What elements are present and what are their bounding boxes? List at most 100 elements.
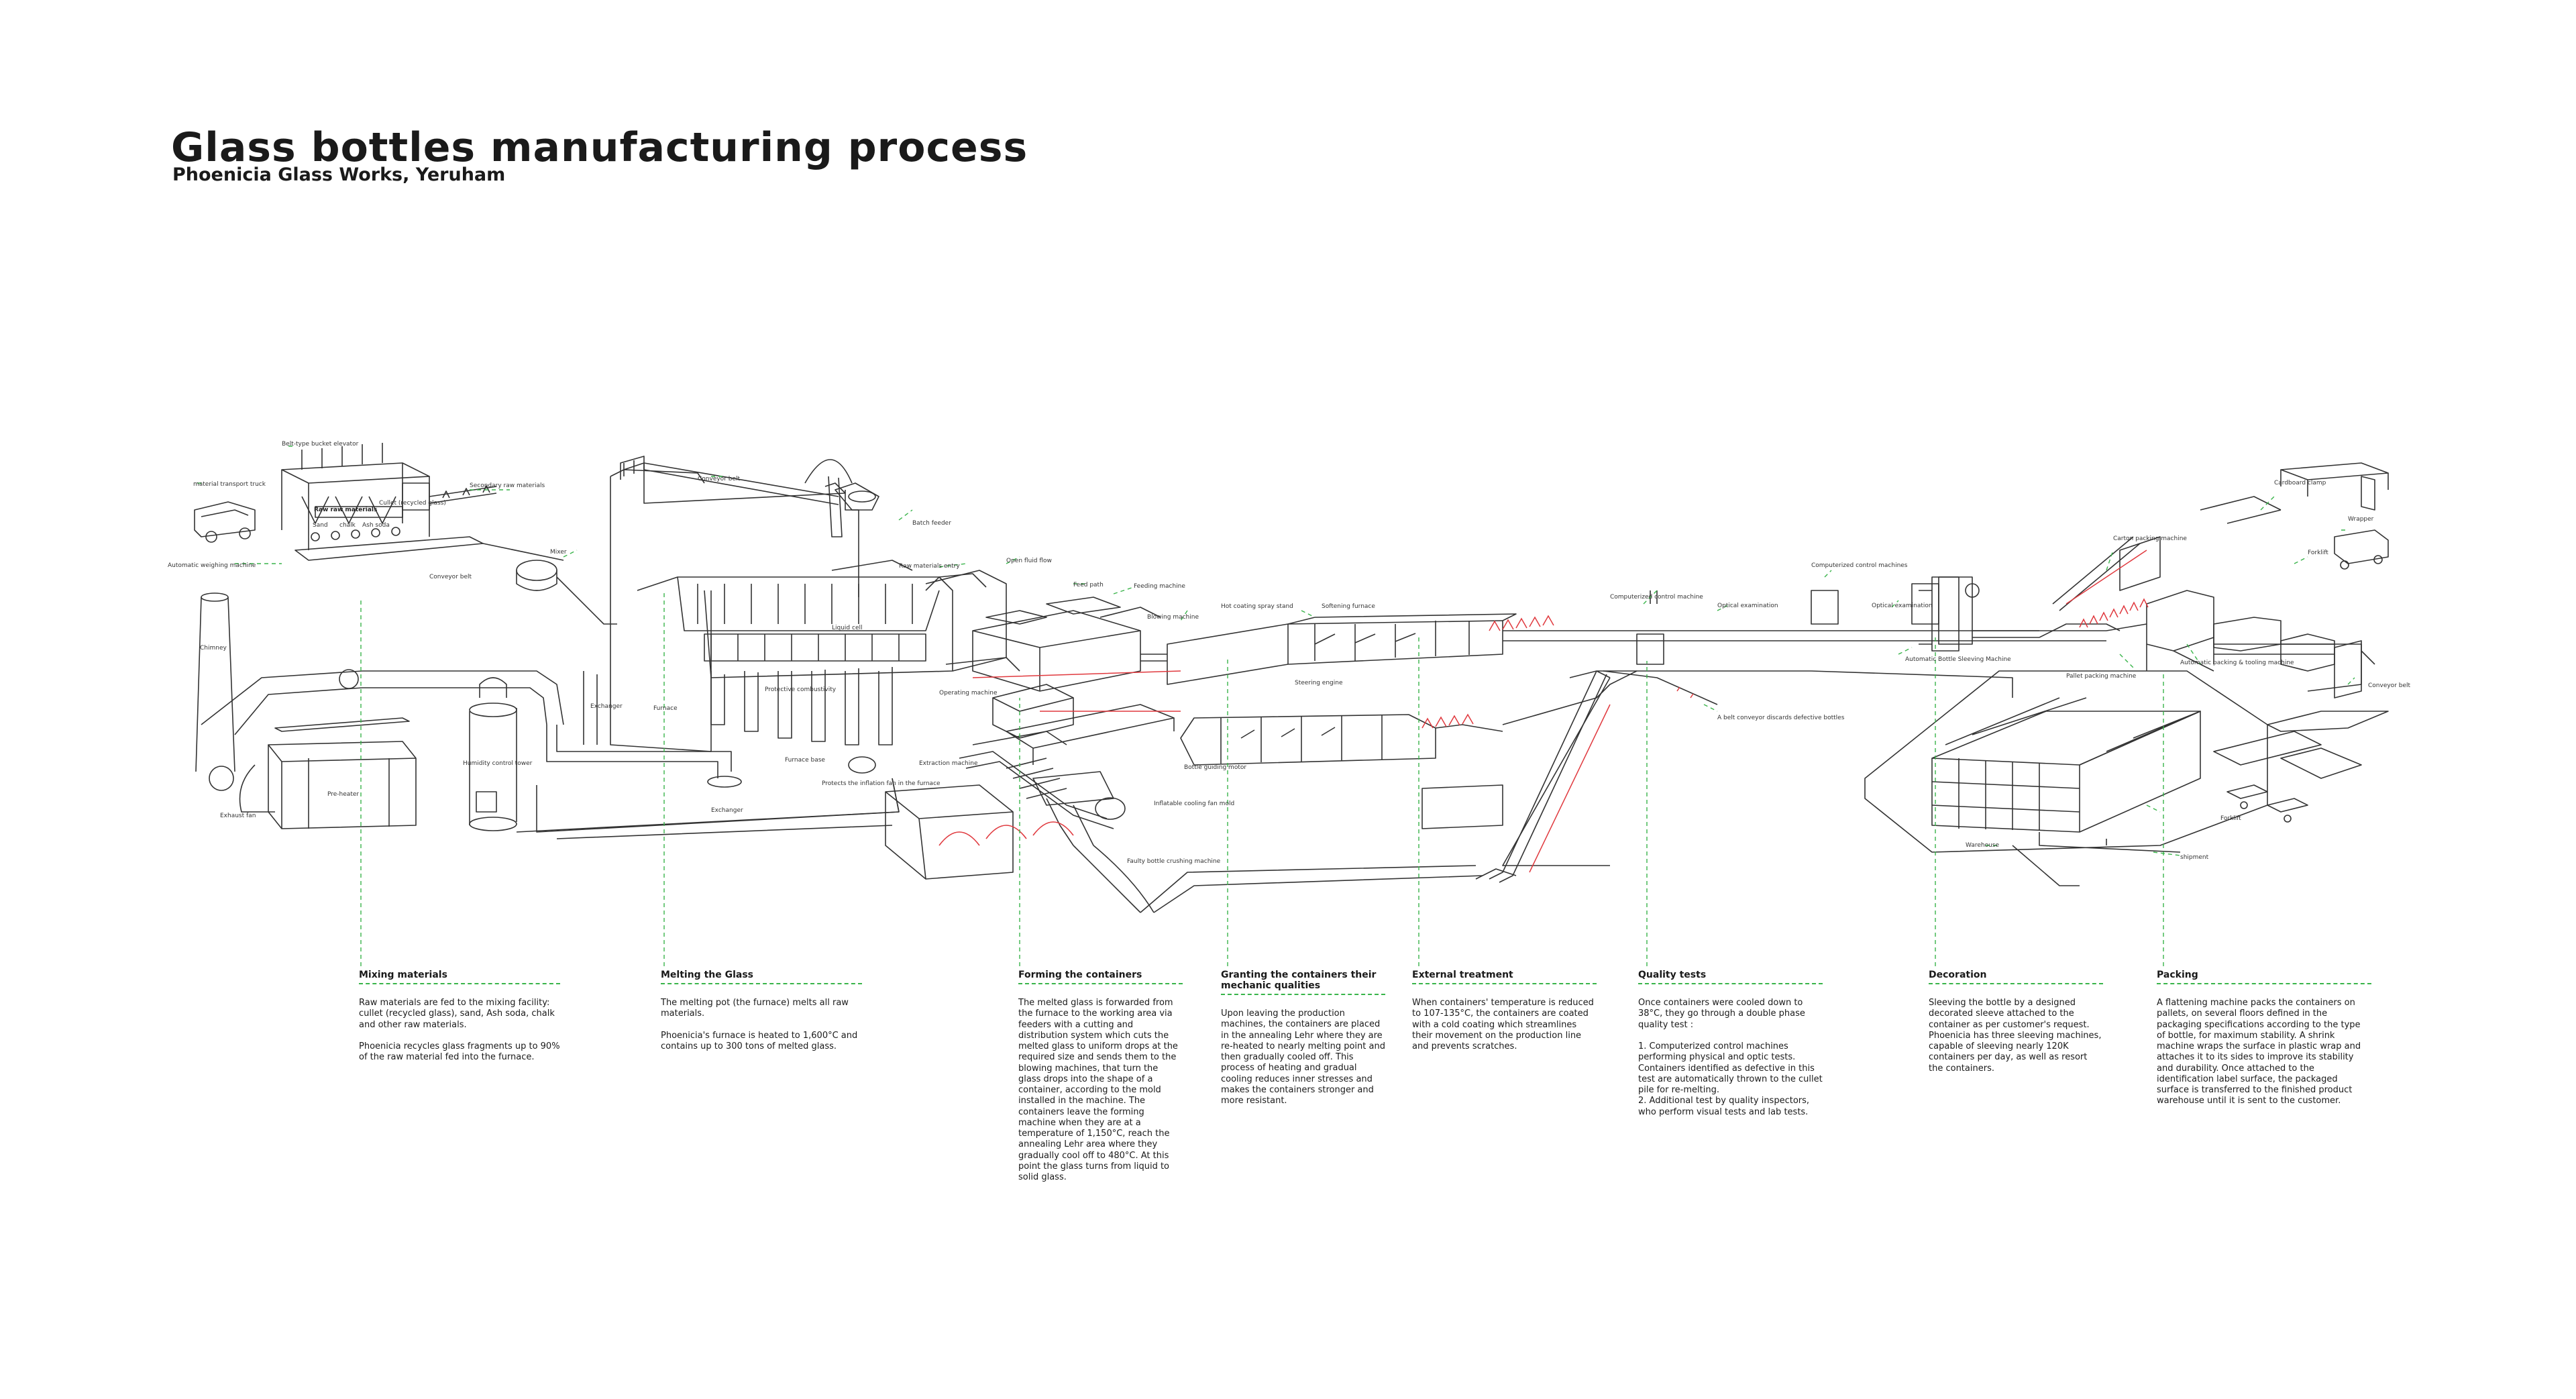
label-hot-coating: Hot coating spray stand bbox=[1221, 603, 1293, 610]
label-forklift-2: Forklift bbox=[2220, 815, 2241, 822]
stage-heading: External treatment bbox=[1412, 970, 1597, 985]
stage-heading: Melting the Glass bbox=[661, 970, 862, 985]
stage-decoration: Decoration Sleeving the bottle by a desi… bbox=[1929, 970, 2103, 1074]
stage-body: Once containers were cooled down to 38°C… bbox=[1638, 998, 1823, 1117]
label-operating-machine: Operating machine bbox=[939, 690, 998, 696]
stage-body: Sleeving the bottle by a designed decora… bbox=[1929, 998, 2102, 1074]
label-mixer: Mixer bbox=[550, 549, 567, 556]
furnace-entry bbox=[925, 573, 1020, 672]
label-faulty-crusher: Faulty bottle crushing machine bbox=[1127, 858, 1221, 865]
conveyor-exit bbox=[2281, 643, 2375, 692]
stage-heading: Forming the containers bbox=[1018, 970, 1183, 985]
pre-heater bbox=[239, 717, 417, 829]
label-furnace: Furnace bbox=[653, 705, 678, 712]
label-batch-feeder: Batch feeder bbox=[912, 520, 951, 527]
stage-heading: Decoration bbox=[1929, 970, 2103, 985]
label-extraction-machine: Extraction machine bbox=[919, 760, 978, 767]
exchanger-ducts bbox=[546, 671, 742, 788]
label-pre-heater: Pre-heater bbox=[327, 791, 359, 798]
label-feeding-machine: Feeding machine bbox=[1134, 583, 1185, 590]
label-forklift-1: Forklift bbox=[2308, 550, 2328, 556]
stage-quality: Quality tests Once containers were coole… bbox=[1638, 970, 1823, 1118]
label-material-truck: material transport truck bbox=[193, 481, 266, 488]
stage-body: The melting pot (the furnace) melts all … bbox=[661, 998, 858, 1052]
label-conveyor-belt-1: Conveyor belt bbox=[429, 574, 472, 580]
label-conveyor-belt-4: Conveyor belt bbox=[2368, 682, 2411, 689]
lehr-lower bbox=[1180, 714, 1503, 766]
stage-heading: Granting the containers their mechanic q… bbox=[1221, 970, 1385, 996]
label-protective-combustivity: Protective combustivity bbox=[765, 686, 837, 693]
hot-glass-bottles bbox=[972, 550, 2149, 873]
page-subtitle: Phoenicia Glass Works, Yeruham bbox=[172, 164, 506, 185]
stage-heading: Quality tests bbox=[1638, 970, 1823, 985]
stage-leaders bbox=[195, 446, 2355, 966]
diagram-labels: material transport truck Belt-type bucke… bbox=[168, 441, 2411, 865]
label-secondary-raw: Secondary raw materials bbox=[470, 482, 545, 489]
label-optical-exam-1: Optical examination bbox=[1717, 603, 1778, 609]
label-steering-engine: Steering engine bbox=[1295, 680, 1343, 686]
label-blowing-machine: Blowing machine bbox=[1147, 614, 1199, 621]
label-warehouse: Warehouse bbox=[1966, 842, 1999, 849]
label-wrapper: Wrapper bbox=[2348, 516, 2374, 523]
material-truck bbox=[194, 501, 256, 543]
label-carton-packing: Carton packing machine bbox=[2113, 535, 2187, 542]
label-shipment: shipment bbox=[2180, 854, 2209, 861]
label-conveyor-belt-2: Conveyor belt bbox=[698, 476, 741, 482]
stage-body: When containers' temperature is reduced … bbox=[1412, 998, 1594, 1052]
forklift-dock bbox=[2213, 711, 2389, 823]
mixer bbox=[482, 543, 617, 625]
label-cooling-fan-mold: Inflatable cooling fan mold bbox=[1154, 800, 1234, 807]
shipment-line bbox=[2039, 832, 2181, 853]
stage-heading: Mixing materials bbox=[359, 970, 560, 985]
lehr-upper bbox=[1167, 613, 1517, 685]
conveyor-upper bbox=[1140, 576, 2106, 665]
humidity-tower bbox=[469, 677, 517, 831]
extraction-ramp bbox=[959, 751, 1483, 913]
forming-machines bbox=[972, 597, 1175, 765]
furnace bbox=[610, 459, 1007, 774]
label-computerized-control-1: Computerized control machine bbox=[1610, 594, 1703, 601]
label-bucket-elevator: Belt-type bucket elevator bbox=[282, 441, 359, 448]
label-sand: Sand bbox=[313, 522, 328, 529]
label-belt-conveyor-discards: A belt conveyor discards defective bottl… bbox=[1717, 715, 1845, 721]
label-weighing-machine: Automatic weighing machine bbox=[168, 562, 256, 569]
label-exhaust-fan: Exhaust fan bbox=[220, 813, 256, 819]
label-cullet: Cullet (recycled glass) bbox=[379, 500, 446, 507]
faulty-bottle-crusher bbox=[885, 771, 1114, 880]
stage-packing: Packing A flattening machine packs the c… bbox=[2157, 970, 2371, 1107]
stage-body: Raw materials are fed to the mixing faci… bbox=[359, 998, 560, 1063]
label-bottle-guiding-motor: Bottle guiding motor bbox=[1184, 764, 1246, 771]
label-chalk: chalk bbox=[339, 522, 356, 529]
label-open-fluid-flow: Open fluid flow bbox=[1006, 558, 1052, 564]
label-raw-materials: Raw raw materials bbox=[314, 507, 377, 513]
stage-body: A flattening machine packs the container… bbox=[2157, 998, 2361, 1106]
kilns bbox=[938, 821, 1074, 846]
conveyor-to-furnace bbox=[620, 456, 879, 511]
hall-floor bbox=[892, 670, 2013, 866]
label-liquid-cell: Liquid cell bbox=[832, 625, 863, 631]
label-feed-path: Feed path bbox=[1073, 582, 1104, 588]
chimney bbox=[195, 592, 564, 791]
stage-heading: Packing bbox=[2157, 970, 2371, 985]
defective-conveyor bbox=[1475, 670, 1718, 883]
stage-melting: Melting the Glass The melting pot (the f… bbox=[661, 970, 862, 1052]
stage-external: External treatment When containers' temp… bbox=[1412, 970, 1597, 1052]
warehouse bbox=[1864, 670, 2268, 886]
stage-mechanic: Granting the containers their mechanic q… bbox=[1221, 970, 1385, 1106]
label-cardboard-clamp: Cardboard clamp bbox=[2274, 480, 2326, 486]
label-furnace-base: Furnace base bbox=[785, 757, 825, 764]
label-pallet-packing: Pallet packing machine bbox=[2066, 673, 2137, 680]
stage-body: Upon leaving the production machines, th… bbox=[1221, 1008, 1385, 1106]
label-protects-fan: Protects the inflation fan in the furnac… bbox=[822, 780, 941, 787]
furnace-floor bbox=[516, 778, 900, 839]
label-ash-soda: Ash soda bbox=[362, 522, 390, 529]
label-auto-packing: Automatic packing & tooling machine bbox=[2180, 660, 2294, 666]
label-softening-furnace: Softening furnace bbox=[1322, 603, 1375, 610]
page-title: Glass bottles manufacturing process bbox=[171, 124, 1028, 171]
label-computerized-control-2: Computerized control machines bbox=[1811, 562, 1908, 569]
stage-body: The melted glass is forwarded from the f… bbox=[1018, 998, 1178, 1183]
label-raw-materials-entry: Raw materials entry bbox=[899, 563, 960, 570]
label-optical-exam-2: Optical examination bbox=[1872, 603, 1933, 609]
label-chimney: Chimney bbox=[200, 645, 227, 652]
